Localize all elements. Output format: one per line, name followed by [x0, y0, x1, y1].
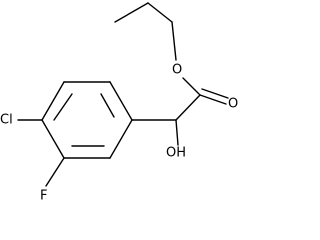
ring-bond-3	[41, 81, 65, 121]
chlorine-label: Cl	[0, 113, 13, 128]
ester-oxygen-label: O	[172, 63, 182, 78]
fluorine-label: F	[40, 189, 47, 204]
bond-carbonyl-alpha	[175, 94, 201, 121]
ring-bond-6	[109, 119, 133, 159]
ring-bond-4	[41, 119, 65, 159]
bond-carbonyl-double-2	[201, 88, 229, 99]
bond-ethyl-ester-o	[171, 21, 177, 61]
bond-ethyl-ch3-ch2	[114, 2, 149, 23]
structure-canvas: O O OH Cl F	[0, 2, 238, 204]
ring-inner-bond-2	[53, 93, 73, 121]
bond-alpha-oh	[175, 119, 179, 146]
bond-carbonyl-double-1	[199, 94, 227, 105]
hydroxyl-label: OH	[166, 146, 186, 161]
bond-ester-o-carbonyl-c	[182, 77, 201, 96]
molecule-diagram: O O OH Cl F	[0, 2, 238, 204]
carbonyl-oxygen-label: O	[228, 97, 238, 112]
bond-ethyl-ch2-c1	[147, 2, 173, 23]
ring-bond-1	[109, 81, 133, 121]
ring-inner-bond-1	[100, 93, 115, 118]
bond-ring-f	[45, 157, 65, 187]
